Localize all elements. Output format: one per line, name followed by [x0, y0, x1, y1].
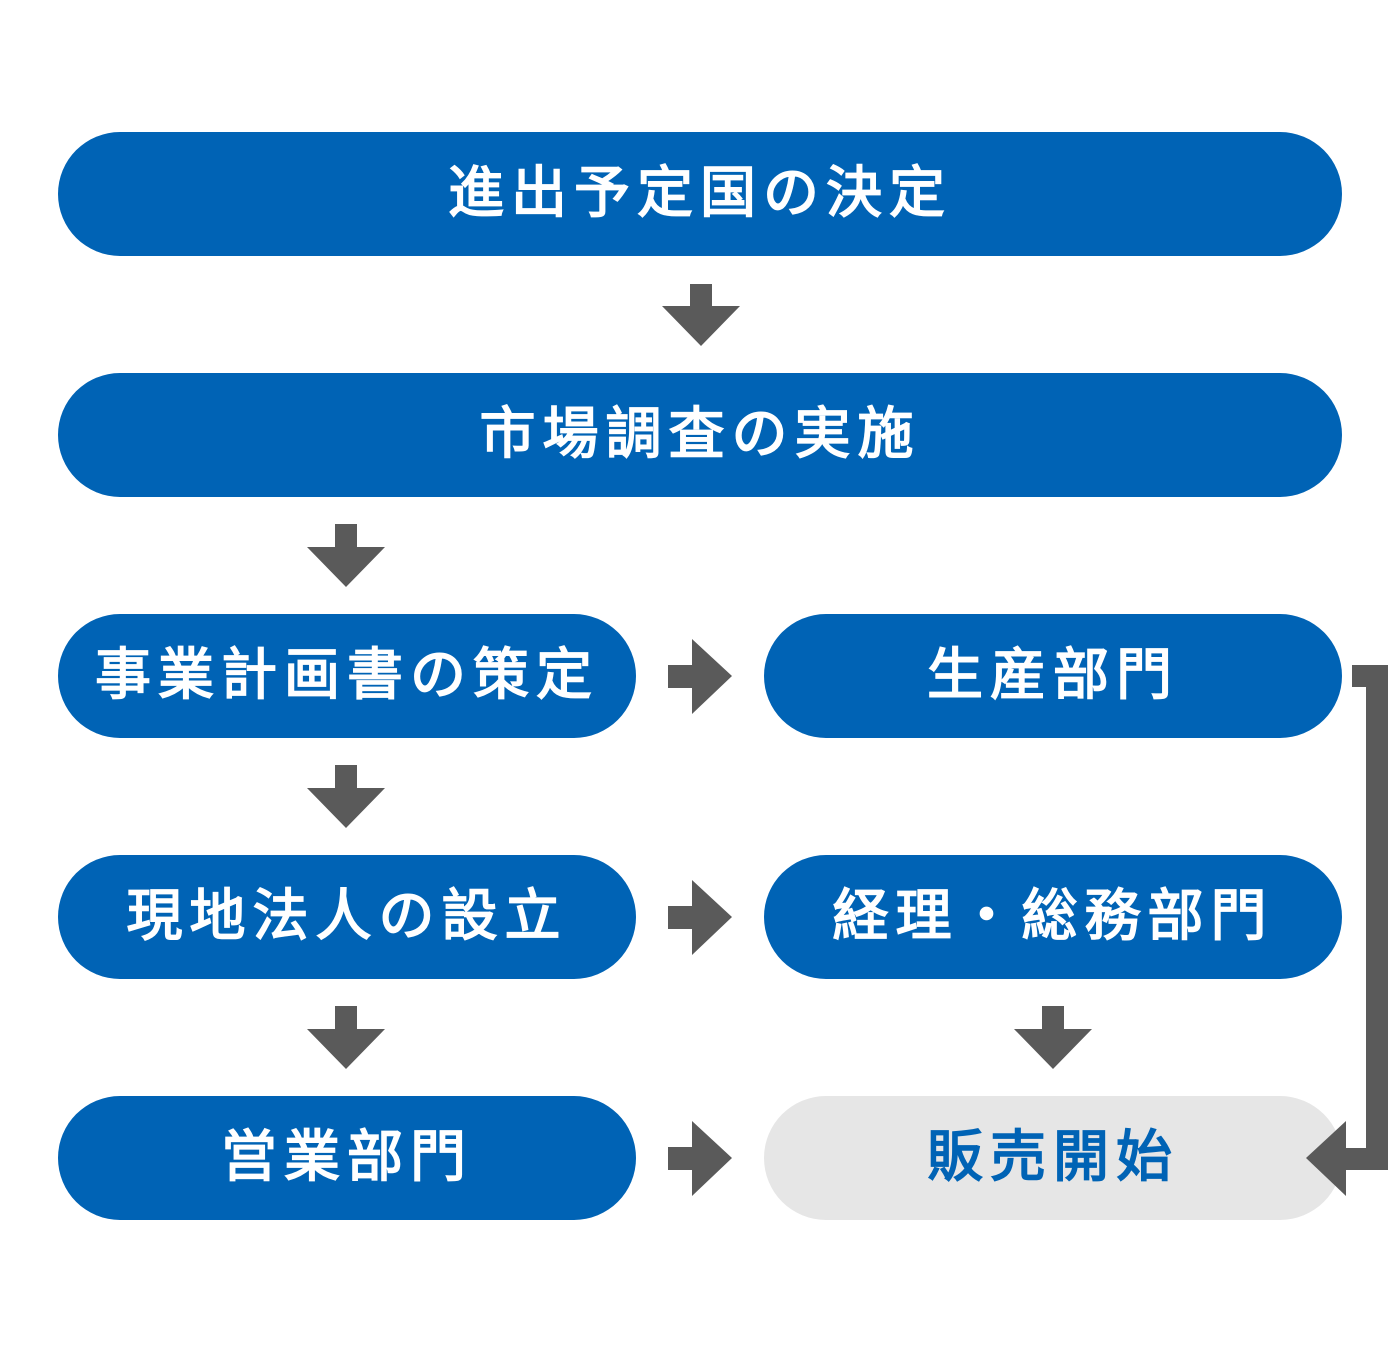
step-establish-entity: 現地法人の設立: [58, 855, 636, 979]
step-business-plan: 事業計画書の策定: [58, 614, 636, 738]
step-accounting-dept: 経理・総務部門: [764, 855, 1342, 979]
step-business-plan-label: 事業計画書の策定: [95, 643, 599, 708]
arrow-down-icon: [662, 284, 740, 346]
step-accounting-dept-label: 経理・総務部門: [832, 884, 1274, 949]
arrow-down-icon: [1014, 1006, 1092, 1069]
step-market-research: 市場調査の実施: [58, 373, 1342, 497]
arrow-down-icon: [307, 1006, 385, 1069]
arrow-right-icon: [668, 639, 732, 714]
step-establish-entity-label: 現地法人の設立: [126, 884, 568, 949]
step-market-research-label: 市場調査の実施: [479, 402, 921, 467]
step-production-dept: 生産部門: [764, 614, 1342, 738]
step-sales-dept: 営業部門: [58, 1096, 636, 1220]
step-production-dept-label: 生産部門: [927, 643, 1179, 708]
arrow-down-icon: [307, 524, 385, 587]
bracket-bottom-icon: [1344, 1148, 1388, 1170]
arrow-right-icon: [668, 880, 732, 955]
step-sales-start-label: 販売開始: [927, 1125, 1179, 1190]
step-sales-start: 販売開始: [764, 1096, 1342, 1220]
arrow-down-icon: [307, 765, 385, 828]
step-decide-country-label: 進出予定国の決定: [448, 161, 952, 226]
step-decide-country: 進出予定国の決定: [58, 132, 1342, 256]
arrow-right-icon: [668, 1121, 732, 1196]
arrow-left-icon: [1306, 1121, 1346, 1196]
step-sales-dept-label: 営業部門: [221, 1125, 473, 1190]
bracket-vertical-icon: [1366, 665, 1388, 1170]
